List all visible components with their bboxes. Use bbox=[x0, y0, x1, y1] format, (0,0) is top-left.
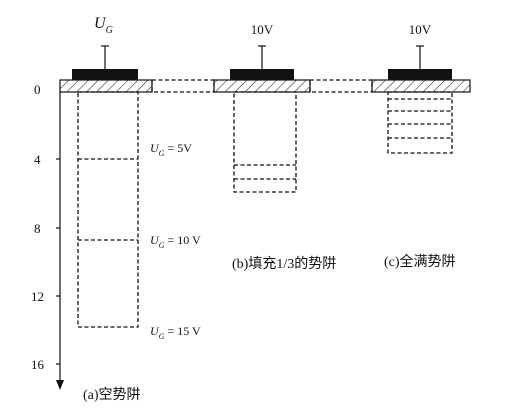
axis-tick-label-8: 8 bbox=[34, 221, 41, 236]
caption-a: (a)空势阱 bbox=[83, 387, 141, 403]
gate-b-label: 10V bbox=[251, 22, 274, 37]
caption-c: (c)全满势阱 bbox=[384, 253, 456, 270]
caption-b: (b)填充1/3的势阱 bbox=[232, 256, 336, 272]
axis-tick-label-0: 0 bbox=[34, 82, 41, 97]
gate-c-label: 10V bbox=[409, 22, 432, 37]
gate-a-label: UG bbox=[94, 15, 113, 36]
gate-electrode-b bbox=[230, 69, 294, 80]
level-label-15v: UG= 15 V bbox=[150, 324, 201, 341]
full-well-c bbox=[387, 91, 453, 154]
oxide-layer-segment-b bbox=[213, 79, 311, 93]
gate-electrode-a bbox=[72, 69, 138, 80]
partially-filled-well-b bbox=[233, 91, 297, 193]
depth-axis-arrow bbox=[56, 380, 64, 390]
gate-electrode-c bbox=[388, 69, 452, 80]
level-label-10v: UG= 10 V bbox=[150, 233, 201, 250]
level-label-5v: UG= 5V bbox=[150, 141, 192, 158]
oxide-layer-segment-c bbox=[371, 79, 471, 93]
oxide-layer-segment-a bbox=[59, 79, 153, 93]
empty-well-a bbox=[77, 91, 139, 328]
axis-tick-label-16: 16 bbox=[31, 357, 45, 372]
axis-tick-label-4: 4 bbox=[34, 152, 41, 167]
axis-tick-label-12: 12 bbox=[31, 289, 44, 304]
gap-region-bc bbox=[309, 79, 373, 93]
gap-region-ab bbox=[151, 79, 215, 93]
